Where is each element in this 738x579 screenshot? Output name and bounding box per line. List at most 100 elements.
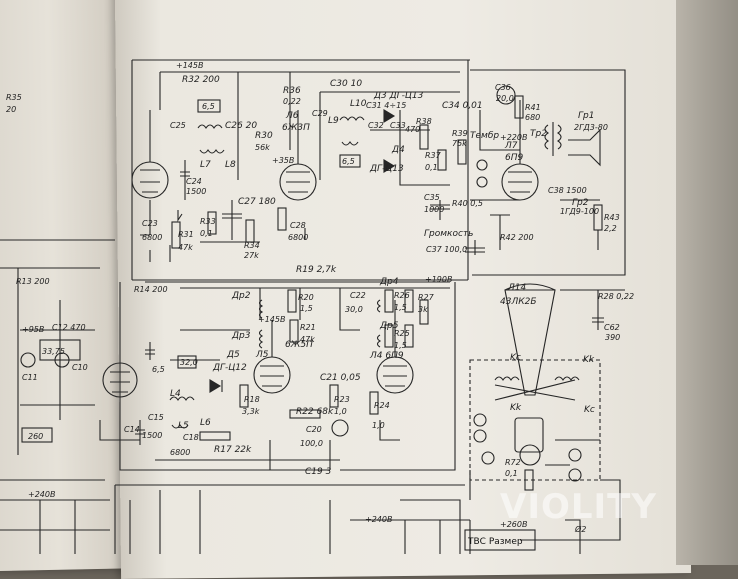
label-c19: C19 3 — [305, 467, 332, 477]
label-kc-left: Kc — [510, 353, 521, 363]
label-v16: Ø2 — [574, 524, 586, 534]
label-tvs: ТВС Размер — [467, 537, 523, 547]
label-v35: +35B — [272, 156, 294, 165]
label-r23: R23 — [334, 395, 350, 404]
label-r23-value: 1,0 — [334, 407, 347, 416]
label-c15: C15 — [148, 413, 164, 422]
label-box-65a: 6,5 — [202, 102, 215, 111]
label-c33: C33 — [390, 121, 406, 130]
label-r72: R72 — [505, 458, 521, 467]
label-l14-type: 43ЛК2Б — [500, 297, 537, 307]
label-d4: Д4 — [391, 145, 405, 155]
label-r18: R18 — [244, 395, 260, 404]
label-c24: C24 — [186, 177, 202, 186]
label-kk-right: Kk — [583, 355, 595, 365]
label-l6: Л6 — [285, 111, 299, 121]
label-r30-value: 56k — [255, 143, 270, 152]
label-c20: C20 — [306, 425, 322, 434]
label-c11: C11 — [22, 373, 38, 382]
label-gr2-type: 1ГД9-100 — [560, 207, 599, 216]
label-r31: R31 — [178, 230, 194, 239]
label-r33-value: 0,1 — [200, 229, 213, 238]
watermark: VIOLITY — [500, 487, 657, 527]
label-r13: R13 200 — [16, 277, 50, 286]
label-r34-value: 27k — [244, 251, 259, 260]
label-r32: R32 200 — [182, 75, 220, 85]
label-c26: C26 20 — [225, 121, 257, 131]
label-c27: C27 180 — [238, 197, 276, 207]
label-r14: R14 200 — [134, 285, 168, 294]
label-c15-value: 1500 — [142, 431, 162, 440]
label-c23: C23 — [142, 219, 158, 228]
label-c21: C21 0,05 — [320, 373, 361, 383]
label-r17: R17 22k — [214, 445, 252, 455]
label-r27-value: 3k — [418, 305, 428, 314]
label-c38: C38 1500 — [548, 186, 587, 195]
label-c62: C62 — [604, 323, 620, 332]
label-l5-coil: L5 — [178, 421, 189, 431]
label-v95: +95B — [22, 325, 44, 334]
label-dr5: Др5 — [379, 321, 399, 331]
label-v145: +145B — [176, 61, 203, 70]
label-c31: C31 4÷15 — [366, 101, 406, 110]
label-c14: C14 — [124, 425, 140, 434]
label-r18-value: 3,3k — [242, 407, 260, 416]
label-box-65b: 6,5 — [342, 157, 355, 166]
label-box-260: 260 — [28, 432, 43, 441]
label-r41-value: 680 — [525, 113, 540, 122]
label-l4-coil: L4 — [170, 389, 181, 399]
label-c30: C30 10 — [330, 79, 362, 89]
label-volume: Громкость — [424, 229, 473, 239]
circuit-schematic: R32 200 +145B R36 0,22 Л6 6Ж3П R30 56k +… — [0, 59, 657, 554]
label-r38: R38 — [416, 117, 432, 126]
label-l4-tube: Л4 6П9 — [369, 351, 404, 361]
label-r21: R21 — [300, 323, 316, 332]
label-v220: +220B — [500, 133, 527, 142]
label-l7: L7 — [200, 160, 211, 170]
label-d5: Д5 — [226, 350, 240, 360]
label-l7-tube: Л7 — [504, 141, 518, 151]
label-l10: L10 — [350, 99, 367, 109]
label-r43: R43 — [604, 213, 620, 222]
label-c22-value: 30,0 — [345, 305, 363, 314]
label-c28: C28 — [290, 221, 306, 230]
label-timbre: Тембр — [470, 131, 499, 141]
label-c36: C36 — [495, 83, 511, 92]
label-l6-coil: L6 — [200, 418, 211, 428]
label-r20: R20 — [298, 293, 314, 302]
label-d4-type: ДГ-Ц13 — [369, 164, 404, 174]
label-r28: R28 0,22 — [598, 292, 634, 301]
label-r24-value: 1,0 — [372, 421, 385, 430]
label-kc-right: Kc — [584, 405, 595, 415]
label-r36: R36 — [283, 86, 301, 96]
label-tube-l5: 6Ж5П — [285, 340, 313, 350]
label-r21-value: 47k — [300, 335, 315, 344]
label-r35-value: 20 — [6, 105, 16, 114]
label-r22: R22 68k — [296, 407, 334, 417]
label-l5: Л5 — [255, 350, 269, 360]
label-c12: C12 470 — [52, 323, 86, 332]
label-gr2: Гр2 — [572, 198, 589, 208]
label-r72-value: 0,1 — [505, 469, 518, 478]
label-r25: R25 — [394, 329, 410, 338]
label-r31-value: 47k — [178, 243, 193, 252]
label-r26: R26 — [394, 291, 410, 300]
label-r38-value: 470 — [405, 125, 420, 134]
label-dr4: Др4 — [379, 277, 399, 287]
label-c18: C18 — [183, 433, 199, 442]
label-gr1-type: 2ГД3-80 — [574, 123, 608, 132]
label-r39: R39 — [452, 129, 468, 138]
label-kk-left: Kk — [510, 403, 522, 413]
label-v145b: +145B — [258, 315, 285, 324]
label-dr2: Др2 — [231, 291, 251, 301]
label-c22: C22 — [350, 291, 366, 300]
label-c62-value: 390 — [605, 333, 620, 342]
label-c35: C35 — [424, 193, 440, 202]
label-l8: L8 — [225, 160, 236, 170]
label-r36-value: 0,22 — [283, 97, 301, 106]
label-r39-value: 75k — [452, 139, 467, 148]
label-v240-left: +240B — [28, 490, 55, 499]
label-v240: +240B — [365, 515, 392, 524]
label-dr3: Др3 — [231, 331, 251, 341]
label-d5-type: ДГ-Ц12 — [212, 363, 247, 373]
